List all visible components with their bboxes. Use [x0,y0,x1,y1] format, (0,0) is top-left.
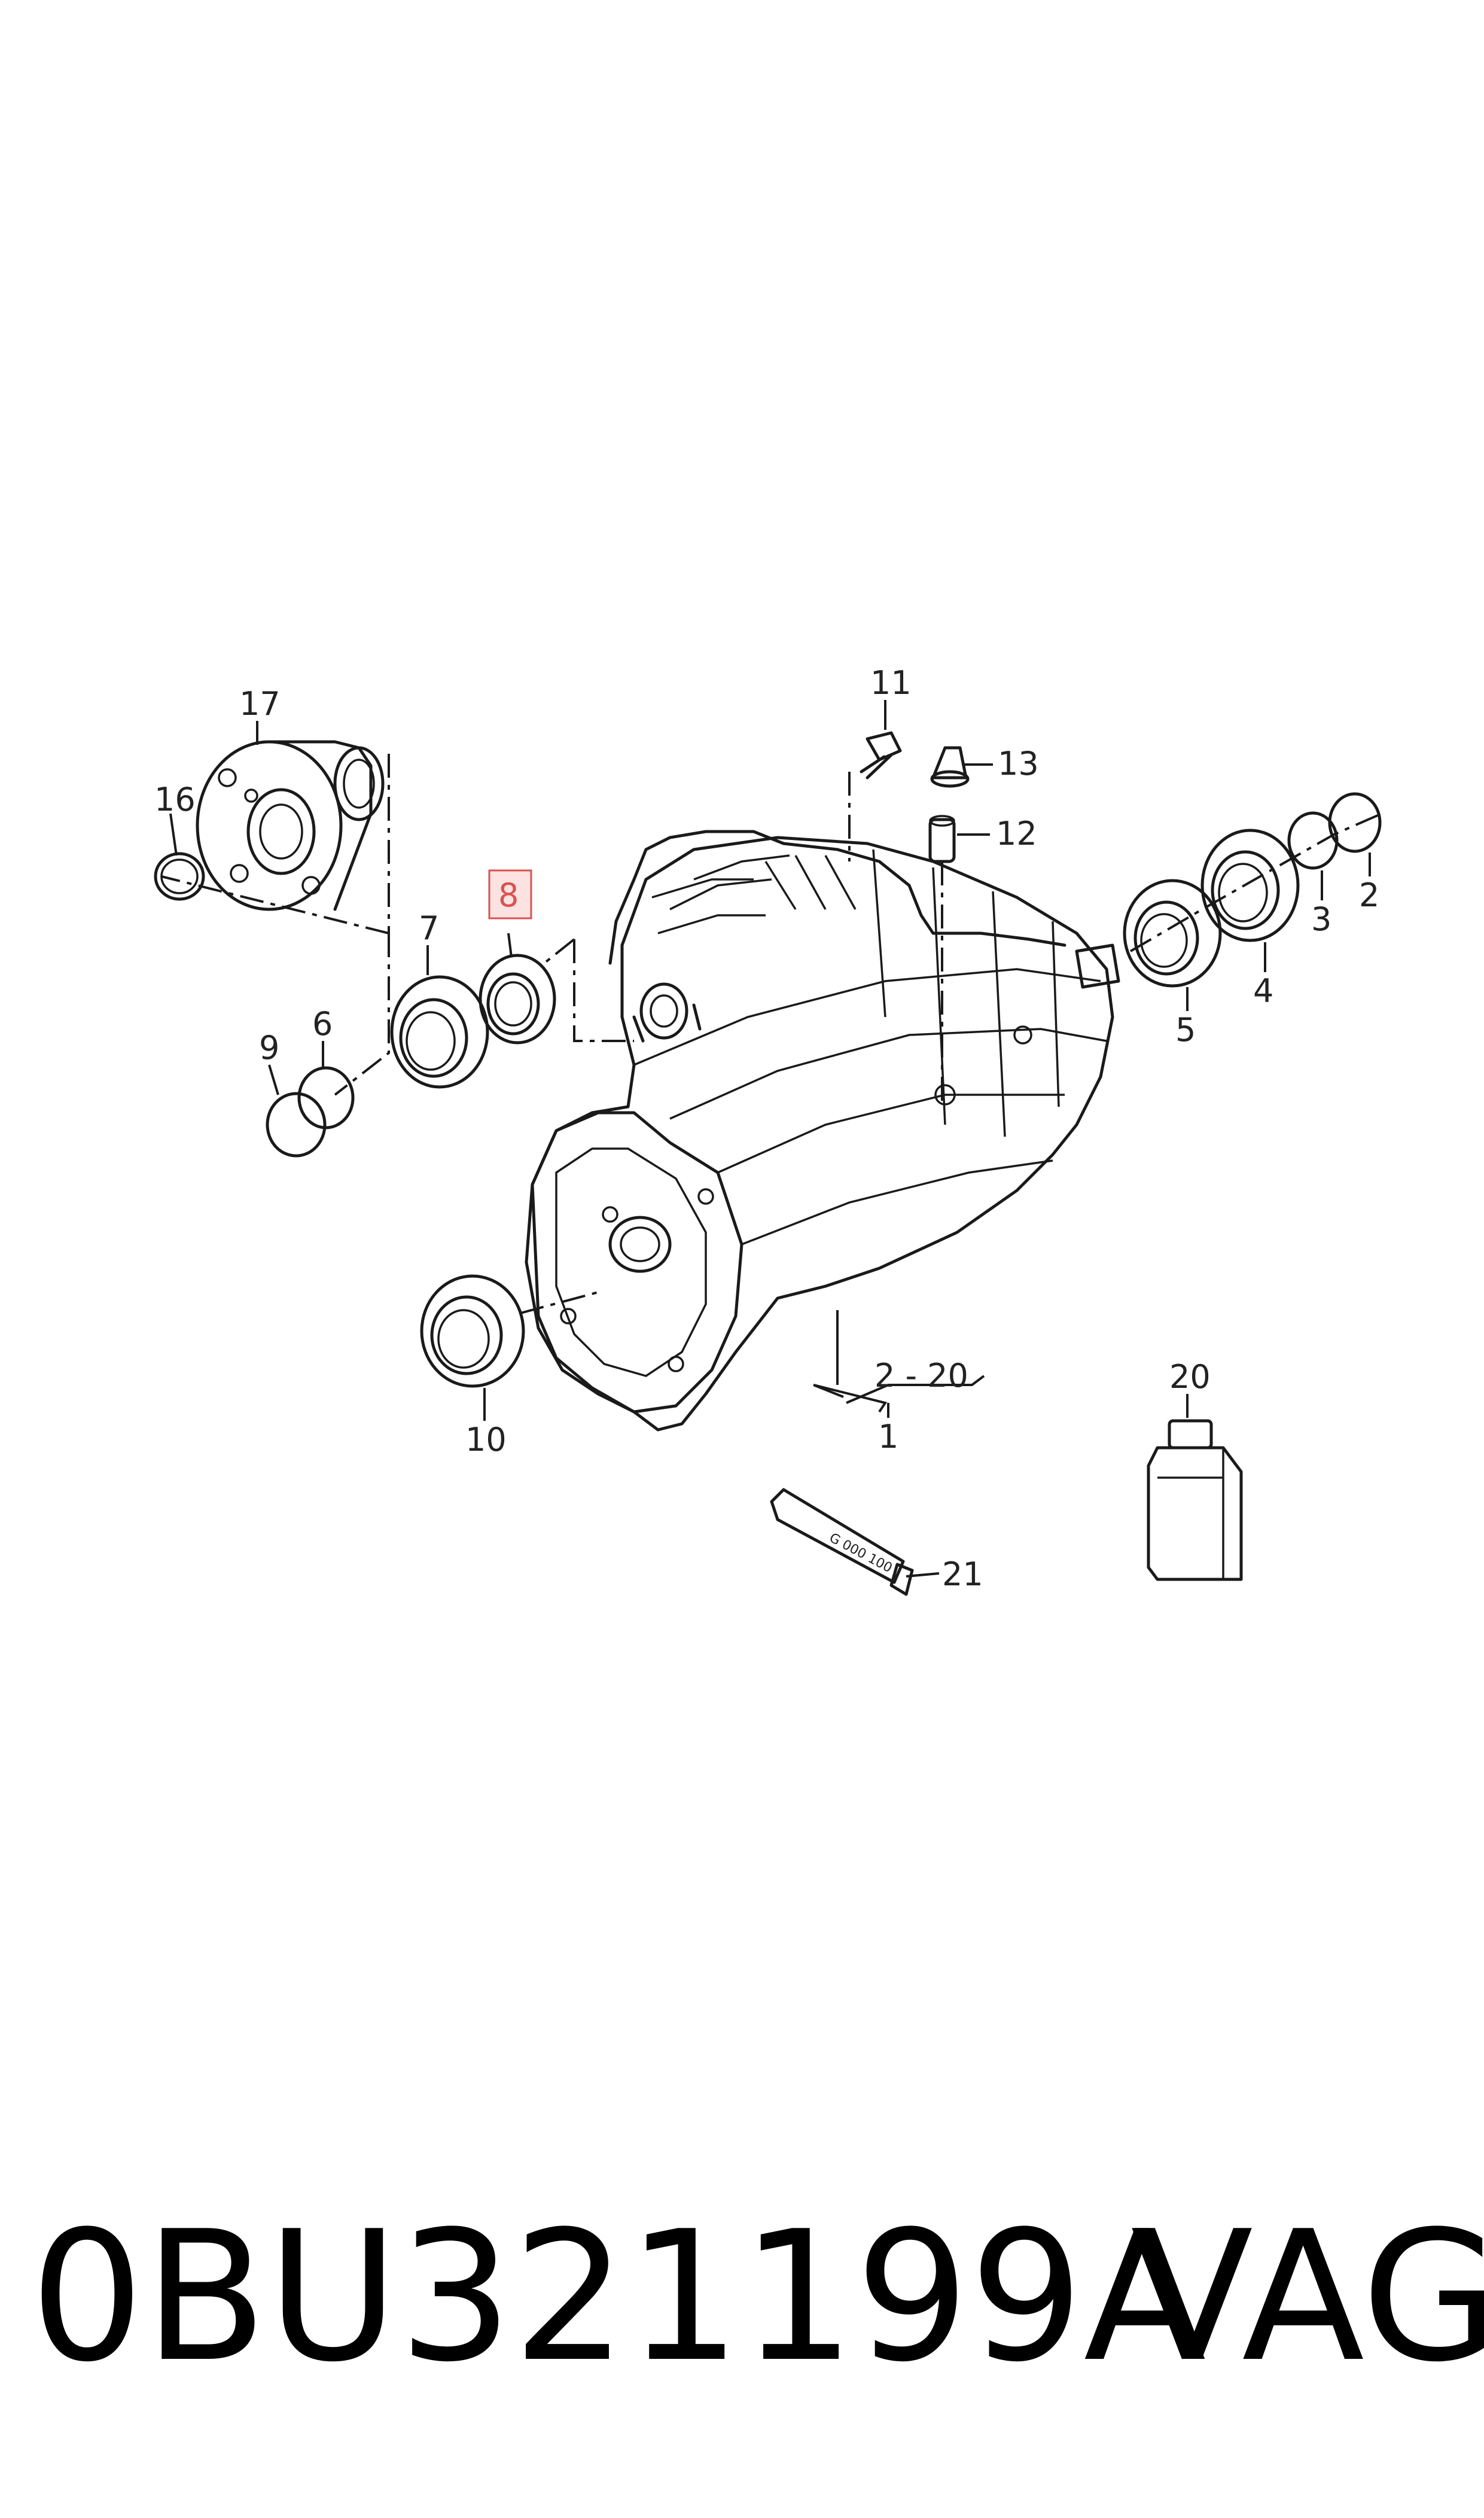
bolt-11 [860,731,902,780]
callout-2: 2 [1359,876,1379,914]
callout-4: 4 [1253,972,1273,1010]
cap-13 [930,746,970,788]
callout-8-highlight [488,869,532,919]
leader-lines [169,700,1371,1578]
output-flange [196,740,385,911]
callout-3: 3 [1311,900,1331,938]
callout-range: 2 - 20 [874,1357,968,1395]
ring-6 [297,1066,355,1129]
callout-17: 17 [239,685,281,723]
callout-1: 1 [878,1418,898,1456]
callout-8: 8 [498,876,519,914]
callout-9: 9 [259,1029,279,1067]
brand-name: VAG [1130,2193,1484,2401]
callout-13: 13 [998,745,1039,783]
sensor-12 [928,815,956,863]
callout-16: 16 [154,781,196,818]
callout-5: 5 [1175,1011,1196,1049]
circlip-2 [1328,792,1382,853]
callouts: 17 16 7 8 6 9 10 11 12 13 5 4 3 2 20 21 … [154,664,1379,1593]
callout-21: 21 [942,1555,983,1593]
circlip-9 [266,1092,327,1158]
callout-11: 11 [870,664,912,702]
oil-bottle-20 [1147,1419,1243,1581]
part-number: 0BU321199A [30,2193,1206,2401]
seal-8 [479,954,556,1045]
callout-7: 7 [419,909,439,947]
seal-5 [1123,879,1222,988]
seal-7 [390,975,489,1089]
flange-4 [1200,829,1300,942]
seal-10 [420,1274,525,1388]
callout-6: 6 [312,1005,333,1043]
callout-20: 20 [1169,1358,1211,1396]
callout-10: 10 [465,1421,507,1459]
gearbox-housing [525,830,1120,1432]
callout-12: 12 [996,815,1037,852]
assembly-lines [161,754,1382,1314]
sealant-tube-21: G 000 100 [770,1488,914,1596]
